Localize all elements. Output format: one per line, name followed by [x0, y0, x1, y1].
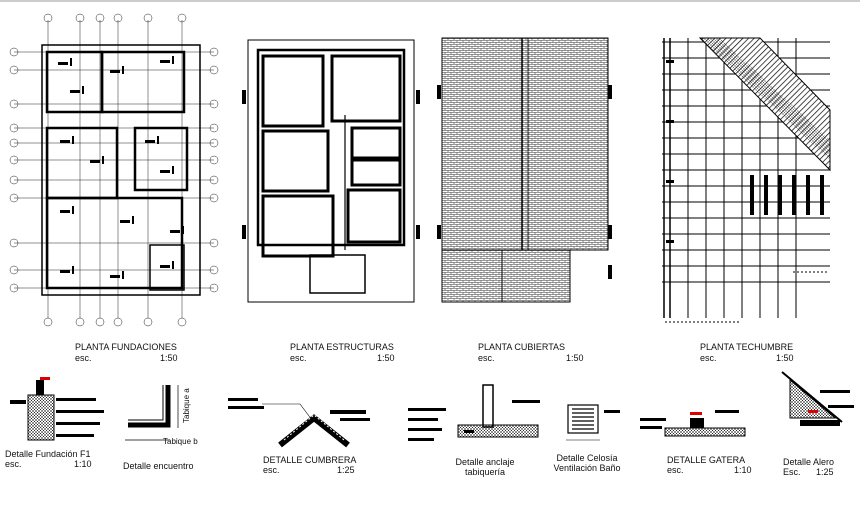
detail-anclaje-title-1: Detalle anclaje: [455, 457, 515, 467]
plan-techumbre-title: PLANTA TECHUMBRE: [700, 342, 794, 352]
detail-gatera-scale: 1:10: [734, 465, 752, 475]
detail-anclaje-title-2: tabiquería: [464, 467, 506, 477]
detail-alero-scale-prefix: Esc.: [783, 467, 801, 477]
plan-estructuras: [242, 39, 420, 303]
plan-cubiertas-scale: 1:50: [566, 353, 584, 363]
plan-cubiertas: [437, 37, 612, 303]
detail-gatera-scale-prefix: esc.: [667, 465, 684, 475]
detail-fundacion-scale-prefix: esc.: [5, 459, 22, 469]
detail-encuentro-title: Detalle encuentro: [123, 461, 194, 471]
plan-techumbre-scale-prefix: esc.: [700, 353, 717, 363]
detail-gatera-title: DETALLE GATERA: [667, 455, 746, 465]
plan-estructuras-scale: 1:50: [377, 353, 395, 363]
detail-celosia: [566, 404, 620, 441]
detail-fundacion: [10, 377, 104, 441]
plan-estructuras-title: PLANTA ESTRUCTURAS: [290, 342, 394, 352]
plan-cubiertas-title: PLANTA CUBIERTAS: [478, 342, 566, 352]
detail-cumbrera-scale: 1:25: [337, 465, 355, 475]
detail-encuentro: [125, 385, 179, 441]
plan-techumbre-scale: 1:50: [776, 353, 794, 363]
detail-fundacion-title: Detalle Fundación F1: [5, 449, 91, 459]
detail-cumbrera-scale-prefix: esc.: [263, 465, 280, 475]
plan-fundaciones: [9, 13, 219, 327]
plan-fundaciones-scale: 1:50: [160, 353, 178, 363]
detail-cumbrera-title: DETALLE CUMBRERA: [263, 455, 357, 465]
plan-fundaciones-title: PLANTA FUNDACIONES: [75, 342, 177, 352]
detail-fundacion-scale: 1:10: [74, 459, 92, 469]
plan-estructuras-scale-prefix: esc.: [290, 353, 307, 363]
plan-fundaciones-scale-prefix: esc.: [75, 353, 92, 363]
detail-gatera: [640, 410, 746, 437]
plan-techumbre: [662, 37, 831, 323]
detail-celosia-title-1: Detalle Celosía: [556, 453, 618, 463]
detail-anclaje: [408, 384, 540, 441]
plan-cubiertas-scale-prefix: esc.: [478, 353, 495, 363]
tabique-b-label: Tabique b: [163, 437, 198, 446]
detail-celosia-title-2: Ventilación Baño: [553, 463, 621, 473]
detail-alero-scale: 1:25: [816, 467, 834, 477]
tabique-a-label: Tabique a: [182, 388, 191, 423]
detail-alero-title: Detalle Alero: [783, 457, 835, 467]
detail-cumbrera: [228, 398, 370, 448]
detail-alero: [781, 371, 854, 426]
